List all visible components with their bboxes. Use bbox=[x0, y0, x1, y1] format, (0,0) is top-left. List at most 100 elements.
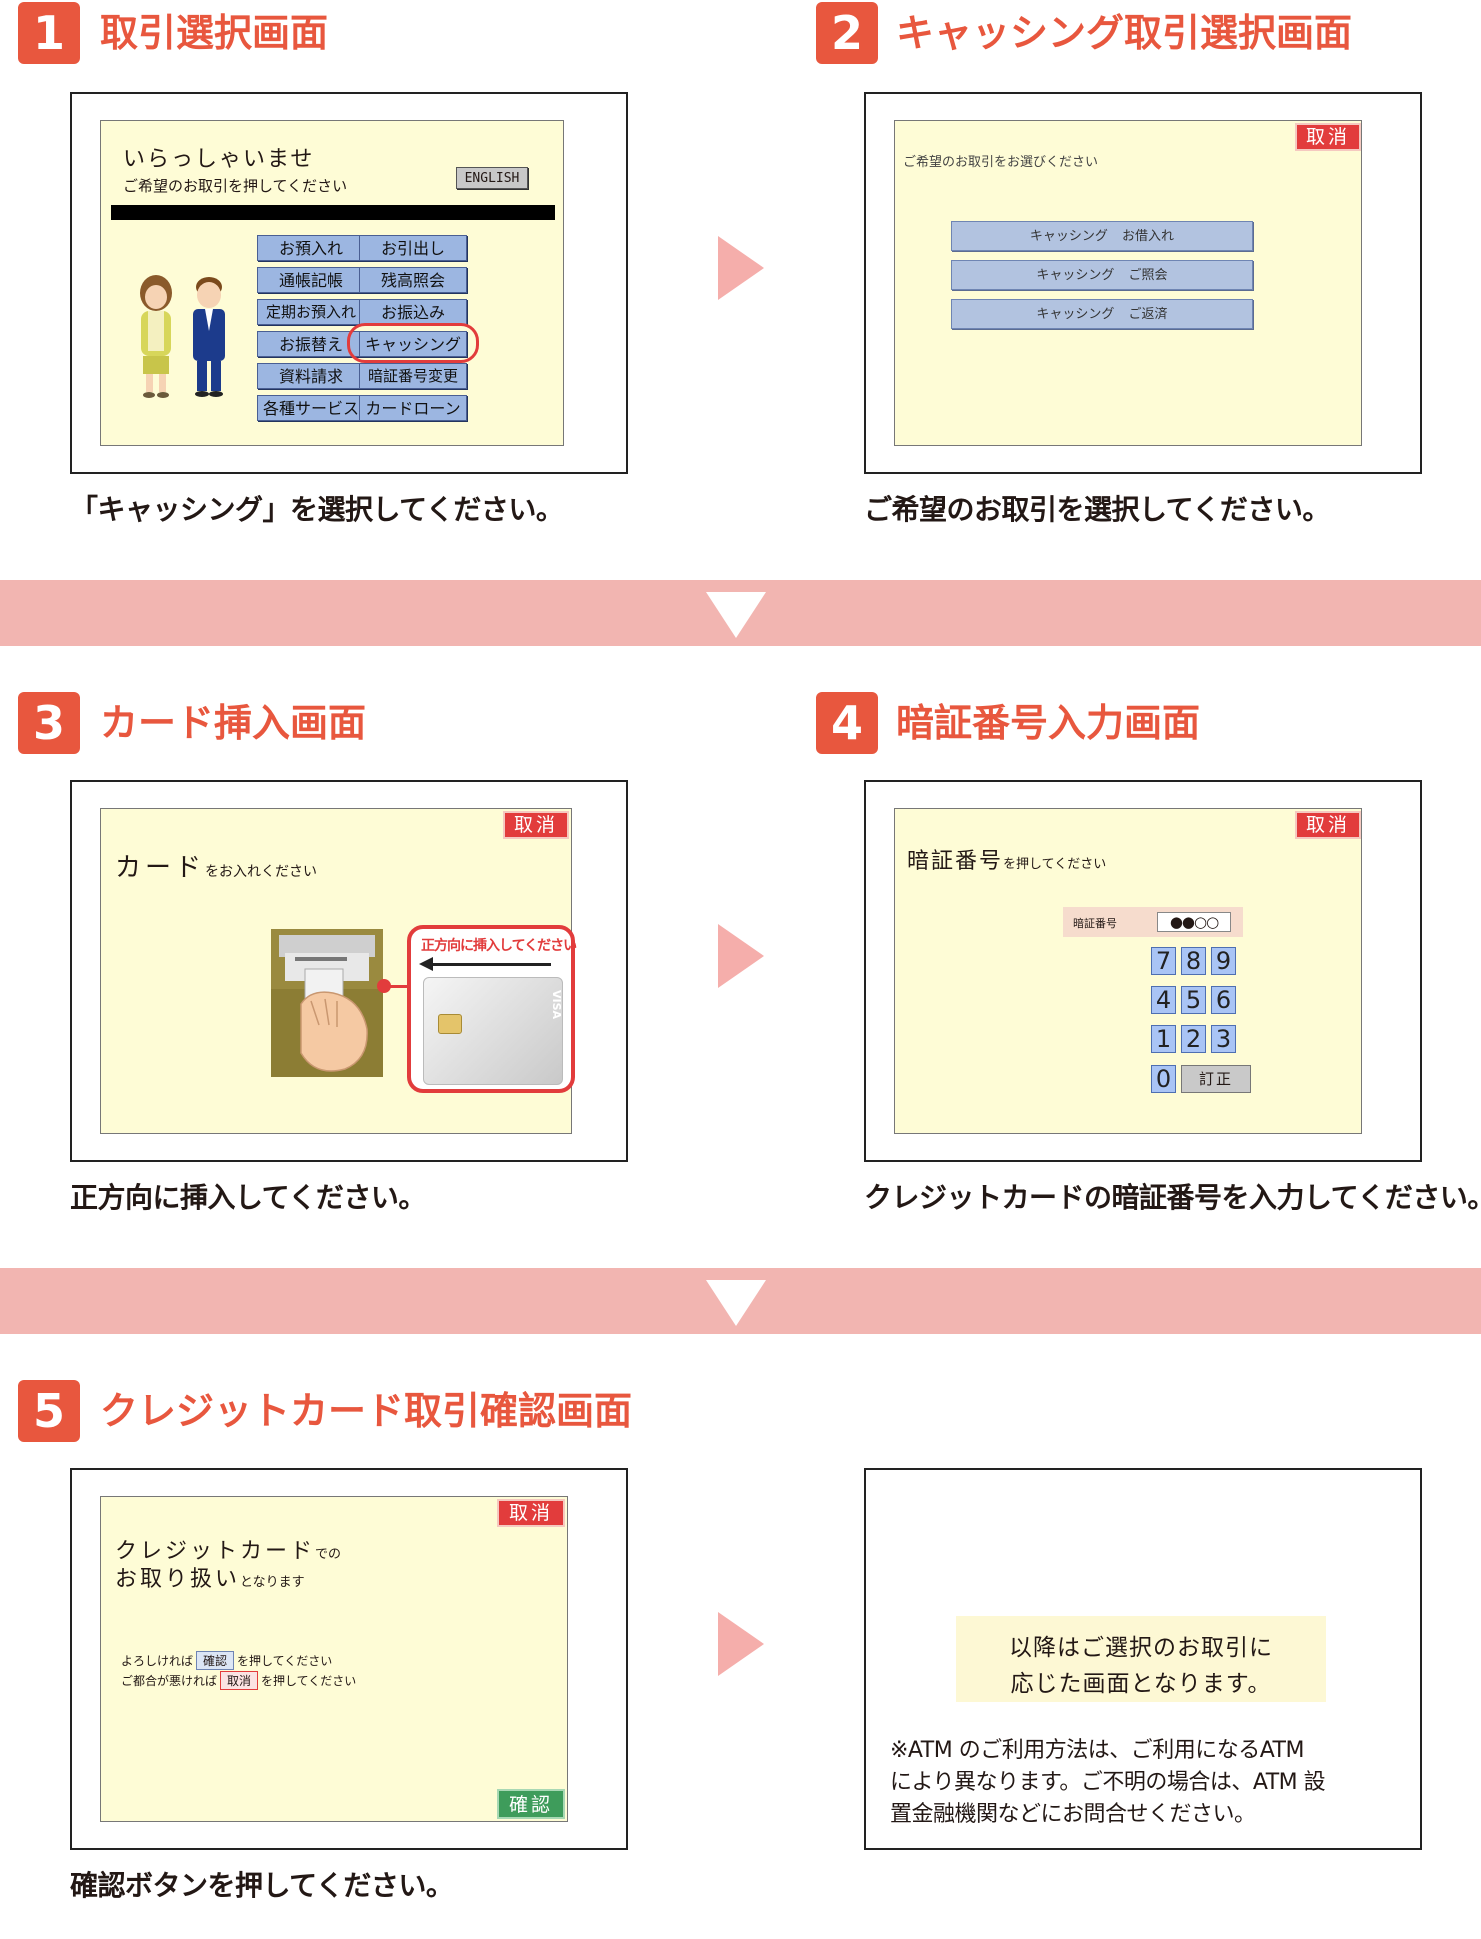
arrow-right-3 bbox=[718, 1612, 764, 1676]
menu-card-loan[interactable]: カードローン bbox=[359, 395, 467, 421]
menu-deposit[interactable]: お預入れ bbox=[257, 235, 365, 261]
confirm-pre: よろしければ bbox=[121, 1654, 194, 1668]
cancel-button[interactable]: 取消 bbox=[1295, 123, 1361, 151]
step-4-caption: クレジットカードの暗証番号を入力してください。 bbox=[864, 1181, 1481, 1214]
cancel-tag: 取消 bbox=[220, 1671, 259, 1690]
note-line-2: により異なります。ご不明の場合は、ATM 設 bbox=[890, 1770, 1326, 1795]
cashing-borrow-button[interactable]: キャッシング お借入れ bbox=[951, 221, 1253, 251]
confirm-title-line-2: お取り扱いとなります bbox=[115, 1561, 305, 1593]
step-3-frame: 取消 カードをお入れください 正方向に挿入してください VISA bbox=[70, 780, 628, 1162]
confirm-title-line-1: クレジットカードでの bbox=[115, 1533, 341, 1565]
next-screen-frame: 以降はご選択のお取引に 応じた画面となります。 ※ATM のご利用方法は、ご利用… bbox=[864, 1468, 1422, 1850]
step-4-number: 4 bbox=[816, 692, 878, 754]
step-5-number: 5 bbox=[18, 1380, 80, 1442]
card-insert-title: カードをお入れください bbox=[115, 847, 317, 884]
cashing-highlight-circle bbox=[347, 323, 479, 363]
progress-band-1 bbox=[0, 580, 1481, 646]
menu-transfer[interactable]: お振込み bbox=[359, 299, 467, 325]
callout-line bbox=[389, 985, 409, 988]
key-8[interactable]: 8 bbox=[1181, 947, 1206, 975]
pin-input[interactable]: ●●○○ bbox=[1157, 912, 1231, 932]
step-2-number: 2 bbox=[816, 2, 878, 64]
menu-balance[interactable]: 残高照会 bbox=[359, 267, 467, 293]
key-1[interactable]: 1 bbox=[1151, 1025, 1176, 1053]
pin-label: 暗証番号 bbox=[1073, 917, 1117, 930]
line2-small: となります bbox=[240, 1575, 305, 1590]
key-3[interactable]: 3 bbox=[1211, 1025, 1236, 1053]
menu-services[interactable]: 各種サービス bbox=[257, 395, 365, 421]
step-3-number: 3 bbox=[18, 692, 80, 754]
callout-dot bbox=[377, 979, 391, 993]
notice-box: 以降はご選択のお取引に 応じた画面となります。 bbox=[956, 1616, 1326, 1702]
step-4-title: 暗証番号入力画面 bbox=[896, 701, 1201, 745]
notice-line-1: 以降はご選択のお取引に bbox=[1009, 1635, 1273, 1661]
menu-time-deposit[interactable]: 定期お預入れ bbox=[257, 299, 365, 325]
menu-withdraw[interactable]: お引出し bbox=[359, 235, 467, 261]
step-2-caption: ご希望のお取引を選択してください。 bbox=[864, 493, 1330, 526]
menu-document-request[interactable]: 資料請求 bbox=[257, 363, 365, 389]
key-0[interactable]: 0 bbox=[1151, 1065, 1176, 1093]
confirm-instruction: よろしければ確認を押してください bbox=[121, 1651, 332, 1670]
key-5[interactable]: 5 bbox=[1181, 986, 1206, 1014]
chip-icon bbox=[438, 1014, 462, 1034]
cashing-inquiry-button[interactable]: キャッシング ご照会 bbox=[951, 260, 1253, 290]
step-4-frame: 取消 暗証番号を押してください 暗証番号 ●●○○ 7 8 9 4 5 6 1 … bbox=[864, 780, 1422, 1162]
correct-button[interactable]: 訂正 bbox=[1181, 1065, 1251, 1093]
key-6[interactable]: 6 bbox=[1211, 986, 1236, 1014]
black-divider-bar bbox=[111, 205, 555, 220]
arrow-down-2 bbox=[706, 1280, 766, 1326]
step-2-frame: 取消 ご希望のお取引をお選びください キャッシング お借入れ キャッシング ご照… bbox=[864, 92, 1422, 474]
pin-title: 暗証番号を押してください bbox=[907, 843, 1106, 875]
notice-line-2: 応じた画面となります。 bbox=[1010, 1671, 1272, 1697]
pin-field-area: 暗証番号 ●●○○ bbox=[1063, 907, 1243, 937]
arrow-right-1 bbox=[718, 236, 764, 300]
card-brand: VISA bbox=[550, 989, 564, 1020]
greeting-text: いらっしゃいませ bbox=[123, 147, 315, 172]
step-2-title: キャッシング取引選択画面 bbox=[896, 11, 1353, 55]
line1-large: クレジットカード bbox=[115, 1539, 316, 1564]
step-1-title: 取引選択画面 bbox=[100, 11, 329, 55]
line2-large: お取り扱い bbox=[115, 1567, 241, 1592]
menu-passbook[interactable]: 通帳記帳 bbox=[257, 267, 365, 293]
card-callout: 正方向に挿入してください VISA bbox=[407, 925, 577, 1093]
step-5-frame: 取消 クレジットカードでの お取り扱いとなります よろしければ確認を押してくださ… bbox=[70, 1468, 628, 1850]
transaction-confirm-screen: 取消 クレジットカードでの お取り扱いとなります よろしければ確認を押してくださ… bbox=[100, 1496, 568, 1822]
arrow-shaft bbox=[431, 963, 551, 966]
english-button[interactable]: ENGLISH bbox=[456, 167, 528, 189]
pin-entry-screen: 取消 暗証番号を押してください 暗証番号 ●●○○ 7 8 9 4 5 6 1 … bbox=[894, 808, 1362, 1134]
callout-text: 正方向に挿入してください bbox=[421, 938, 577, 954]
cancel-button[interactable]: 取消 bbox=[1295, 811, 1361, 839]
title-small: をお入れください bbox=[205, 864, 318, 880]
cancel-button[interactable]: 取消 bbox=[503, 811, 569, 839]
card-slot-illustration bbox=[271, 929, 383, 1077]
confirm-button[interactable]: 確認 bbox=[497, 1789, 565, 1819]
key-4[interactable]: 4 bbox=[1151, 986, 1176, 1014]
key-9[interactable]: 9 bbox=[1211, 947, 1236, 975]
confirm-post: を押してください bbox=[237, 1654, 333, 1668]
card-insert-screen: 取消 カードをお入れください 正方向に挿入してください VISA bbox=[100, 808, 577, 1134]
arrow-down-1 bbox=[706, 592, 766, 638]
title-large: カード bbox=[115, 853, 206, 883]
note-line-3: 置金融機関などにお問合せください。 bbox=[890, 1802, 1256, 1827]
cancel-instruction: ご都合が悪ければ取消を押してください bbox=[121, 1671, 356, 1690]
key-7[interactable]: 7 bbox=[1151, 947, 1176, 975]
confirm-tag: 確認 bbox=[196, 1651, 235, 1670]
note-line-1: ※ATM のご利用方法は、ご利用になるATM bbox=[890, 1738, 1304, 1763]
step-5-caption: 確認ボタンを押してください。 bbox=[70, 1869, 454, 1902]
menu-pin-change[interactable]: 暗証番号変更 bbox=[359, 363, 467, 389]
menu-cashing[interactable]: キャッシング bbox=[359, 331, 467, 357]
instruction-text: ご希望のお取引を押してください bbox=[123, 177, 348, 195]
staff-illustration bbox=[140, 275, 225, 398]
title-small: を押してください bbox=[1003, 857, 1107, 872]
step-3-title: カード挿入画面 bbox=[100, 701, 367, 745]
instruction-text: ご希望のお取引をお選びください bbox=[903, 155, 1099, 170]
cashing-repay-button[interactable]: キャッシング ご返済 bbox=[951, 299, 1253, 329]
transaction-select-screen: いらっしゃいませ ご希望のお取引を押してください ENGLISH bbox=[100, 120, 564, 446]
cancel-pre: ご都合が悪ければ bbox=[121, 1674, 218, 1688]
line1-small: での bbox=[315, 1547, 342, 1562]
cancel-button[interactable]: 取消 bbox=[497, 1499, 565, 1527]
key-2[interactable]: 2 bbox=[1181, 1025, 1206, 1053]
step-1-frame: いらっしゃいませ ご希望のお取引を押してください ENGLISH bbox=[70, 92, 628, 474]
progress-band-2 bbox=[0, 1268, 1481, 1334]
step-5-title: クレジットカード取引確認画面 bbox=[100, 1389, 633, 1433]
